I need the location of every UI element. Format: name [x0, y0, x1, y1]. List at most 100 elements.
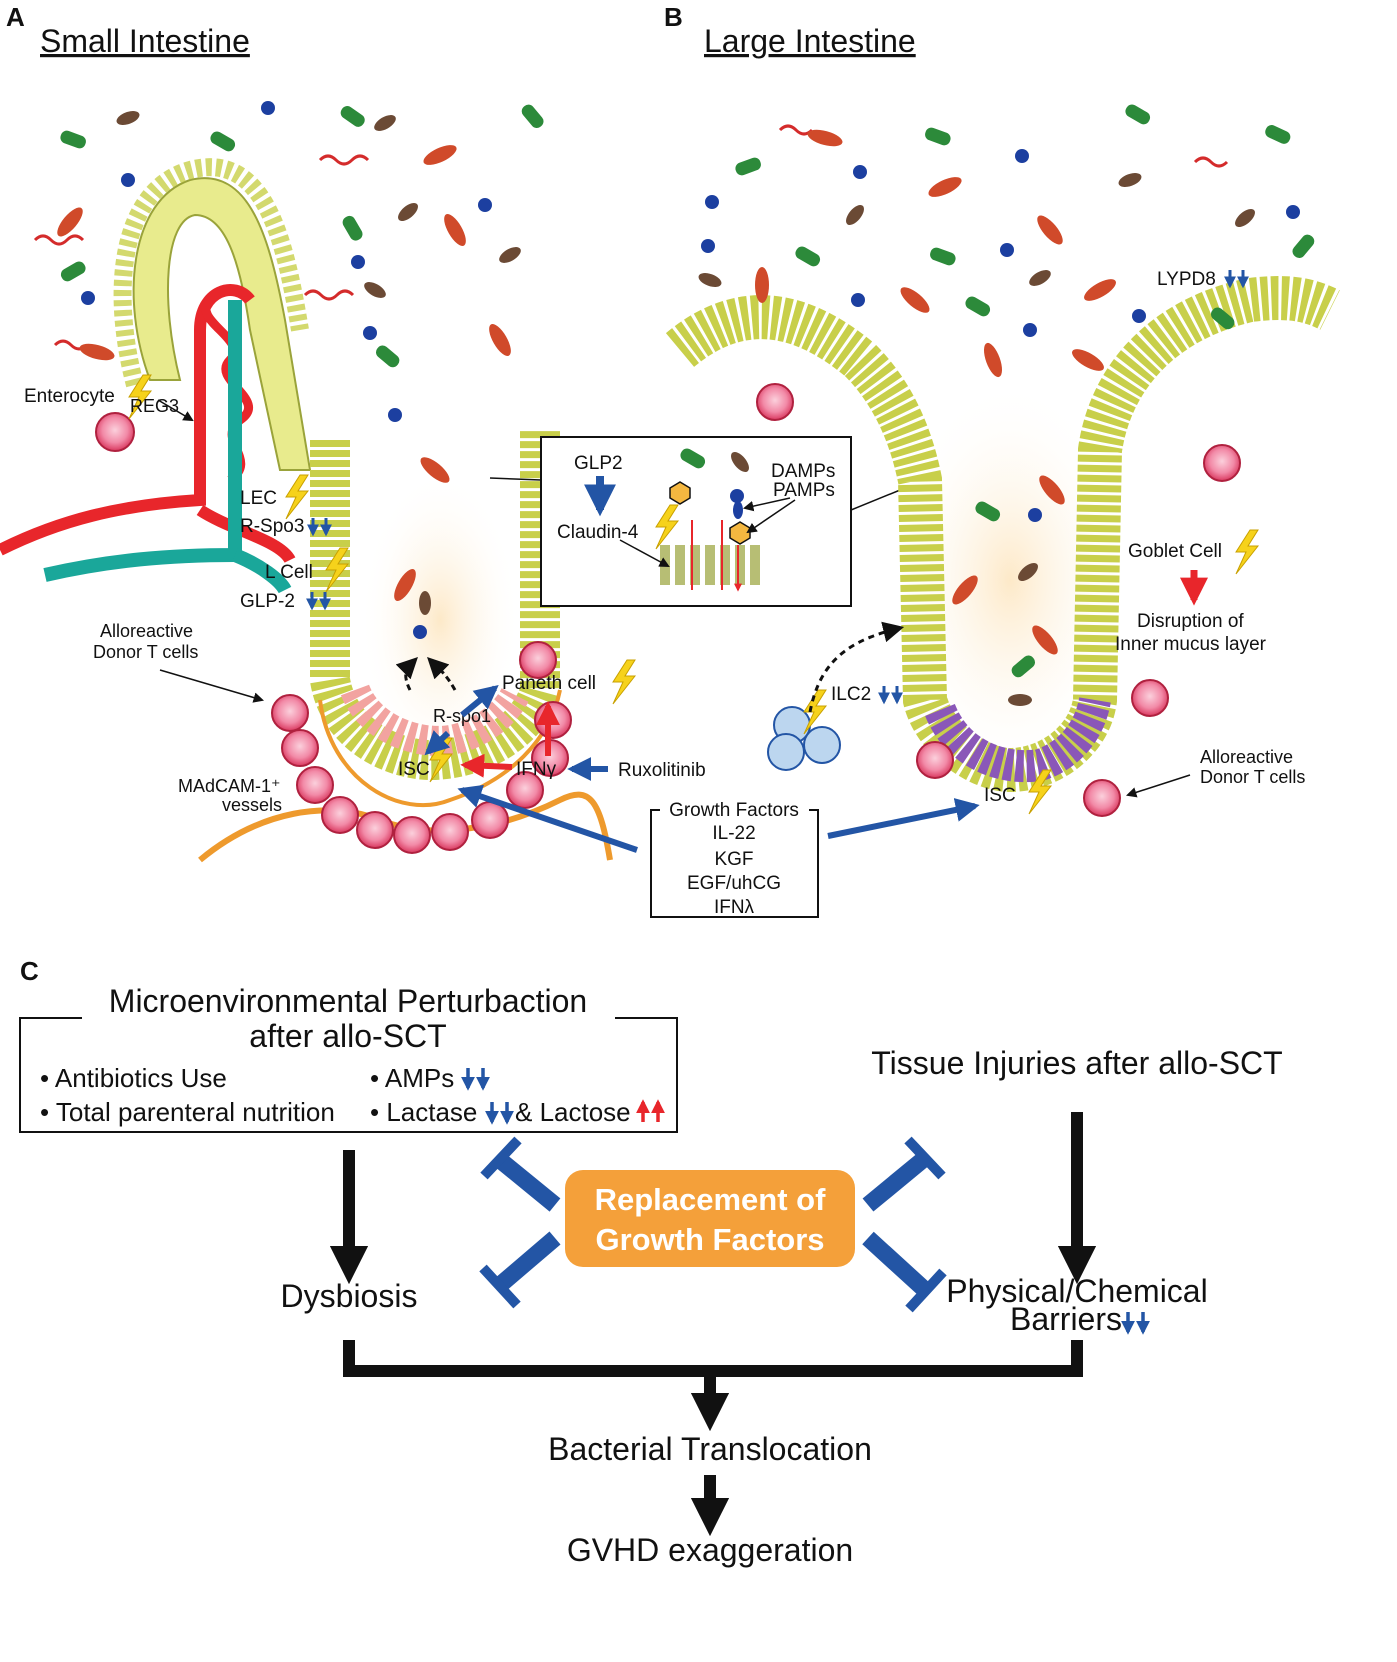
lactose-up-arrows	[636, 1099, 665, 1122]
t-cell	[534, 701, 572, 739]
replacement-line-1: Replacement of	[595, 1182, 827, 1217]
replacement-line-2: Growth Factors	[595, 1222, 824, 1257]
t-cell	[519, 641, 557, 679]
growth-factors-to-isc-arrow	[827, 798, 980, 839]
bullet-antibiotics: • Antibiotics Use	[40, 1063, 227, 1093]
t-cell	[431, 813, 469, 851]
label-reg3: REG3	[130, 396, 179, 416]
glp2-down-arrows	[306, 592, 331, 611]
t-cell	[1083, 779, 1121, 817]
lactase-down-arrows	[485, 1102, 514, 1125]
panel-c-letter: C	[20, 956, 39, 986]
inset-damps: DAMPs	[771, 461, 835, 482]
donor-t-cells-a	[95, 412, 572, 854]
t-cell	[393, 816, 431, 854]
growth-factors-title: Growth Factors	[669, 800, 799, 821]
t-cell	[321, 796, 359, 834]
merge-bracket	[343, 1340, 1083, 1377]
microbiota-b	[698, 104, 1315, 706]
label-alloreactive-a1: Alloreactive	[100, 621, 193, 641]
amps-down-arrows	[461, 1068, 490, 1091]
label-glp2: GLP-2	[240, 591, 295, 612]
replacement-box	[565, 1170, 855, 1267]
inset-claudin4: Claudin-4	[557, 522, 639, 543]
micro-box	[19, 1017, 678, 1133]
dysbiosis-label: Dysbiosis	[281, 1278, 418, 1314]
microbiota-a	[33, 101, 544, 639]
reg3-pointer	[157, 399, 194, 422]
label-alloreactive-b2: Donor T cells	[1200, 767, 1305, 787]
label-goblet-cell: Goblet Cell	[1128, 541, 1222, 562]
injury-bolts-b	[1028, 529, 1260, 815]
label-disruption2: Inner mucus layer	[1115, 634, 1267, 655]
label-ruxolitinib: Ruxolitinib	[618, 760, 706, 781]
label-madcam1: MAdCAM-1⁺	[178, 776, 281, 796]
label-lec: LEC	[240, 488, 277, 509]
inset-pamps: PAMPs	[773, 480, 835, 501]
alloreactive-pointer-b	[1126, 774, 1191, 798]
label-ifng: IFNγ	[516, 759, 557, 780]
ilc2-dashed-arrow	[808, 621, 905, 713]
inhibition-arrows	[479, 1136, 947, 1313]
t-cell	[296, 766, 334, 804]
bullet-lactase: • Lactase	[370, 1097, 477, 1127]
bullet-tpn: • Total parenteral nutrition	[40, 1097, 335, 1127]
bullet-lactose: & Lactose	[515, 1097, 631, 1127]
micro-title-2: after allo-SCT	[249, 1018, 446, 1054]
label-l-cell: L Cell	[265, 562, 313, 583]
physical-chemical-label: Physical/Chemical	[946, 1273, 1207, 1309]
t-cell	[1203, 444, 1241, 482]
lypd8-down-arrows	[1224, 270, 1249, 289]
panel-a-letter: A	[6, 2, 25, 32]
large-intestine-title: Large Intestine	[704, 23, 916, 59]
t-cell	[281, 729, 319, 767]
bacterial-translocation: Bacterial Translocation	[548, 1431, 872, 1467]
micro-title-1: Microenvironmental Perturbaction	[109, 983, 587, 1019]
t-cell	[271, 694, 309, 732]
label-alloreactive-a2: Donor T cells	[93, 642, 198, 662]
label-rspo1: R-spo1	[433, 706, 491, 726]
ilc2-cells	[767, 689, 841, 771]
bullet-amps: • AMPs	[370, 1063, 454, 1093]
lacteal-vessels	[0, 284, 296, 594]
label-alloreactive-b1: Alloreactive	[1200, 747, 1293, 767]
arrows-a	[395, 657, 638, 853]
label-madcam2: vessels	[222, 795, 282, 815]
label-isc-b: ISC	[984, 785, 1016, 806]
label-isc-a: ISC	[398, 759, 430, 780]
panel-c: C Microenvironmental Perturbaction after…	[19, 956, 1283, 1568]
injury-bolts-a	[128, 374, 637, 783]
alloreactive-pointer-a	[159, 669, 265, 703]
tissue-injuries: Tissue Injuries after allo-SCT	[871, 1045, 1282, 1081]
label-enterocyte: Enterocyte	[24, 386, 115, 407]
villus-epithelium	[113, 158, 312, 471]
ilc2-down-arrows	[878, 686, 903, 705]
rspo3-down-arrows	[307, 518, 332, 537]
growth-factors-box: Growth Factors IL-22 KGF EGF/uhCG IFNλ	[650, 798, 980, 918]
growth-factor-item: KGF	[714, 849, 753, 870]
label-lypd8: LYPD8	[1157, 269, 1216, 290]
inset-glp2: GLP2	[574, 453, 623, 474]
t-cell	[916, 741, 954, 779]
label-paneth-cell: Paneth cell	[502, 673, 596, 694]
growth-factor-item: IFNλ	[714, 897, 755, 918]
donor-t-cells-b	[756, 383, 1241, 817]
label-rspo3: R-Spo3	[240, 516, 304, 537]
t-cell	[506, 771, 544, 809]
panel-b: B Large Intestine	[664, 2, 1340, 817]
inset-box: GLP2 Claudin-4 DAMPs PAMPs	[489, 436, 906, 607]
t-cell	[95, 412, 135, 452]
t-cell	[1131, 679, 1169, 717]
gvhd-exaggeration: GVHD exaggeration	[567, 1532, 853, 1568]
t-cell	[356, 811, 394, 849]
panel-a: A Small Intestine	[0, 2, 706, 863]
t-cell	[471, 801, 509, 839]
inset-cells	[619, 448, 796, 590]
panel-b-letter: B	[664, 2, 683, 32]
t-cell	[756, 383, 794, 421]
label-ilc2: ILC2	[831, 684, 871, 705]
label-disruption1: Disruption of	[1137, 611, 1244, 632]
growth-factor-item: IL-22	[712, 823, 755, 844]
small-intestine-title: Small Intestine	[40, 23, 250, 59]
